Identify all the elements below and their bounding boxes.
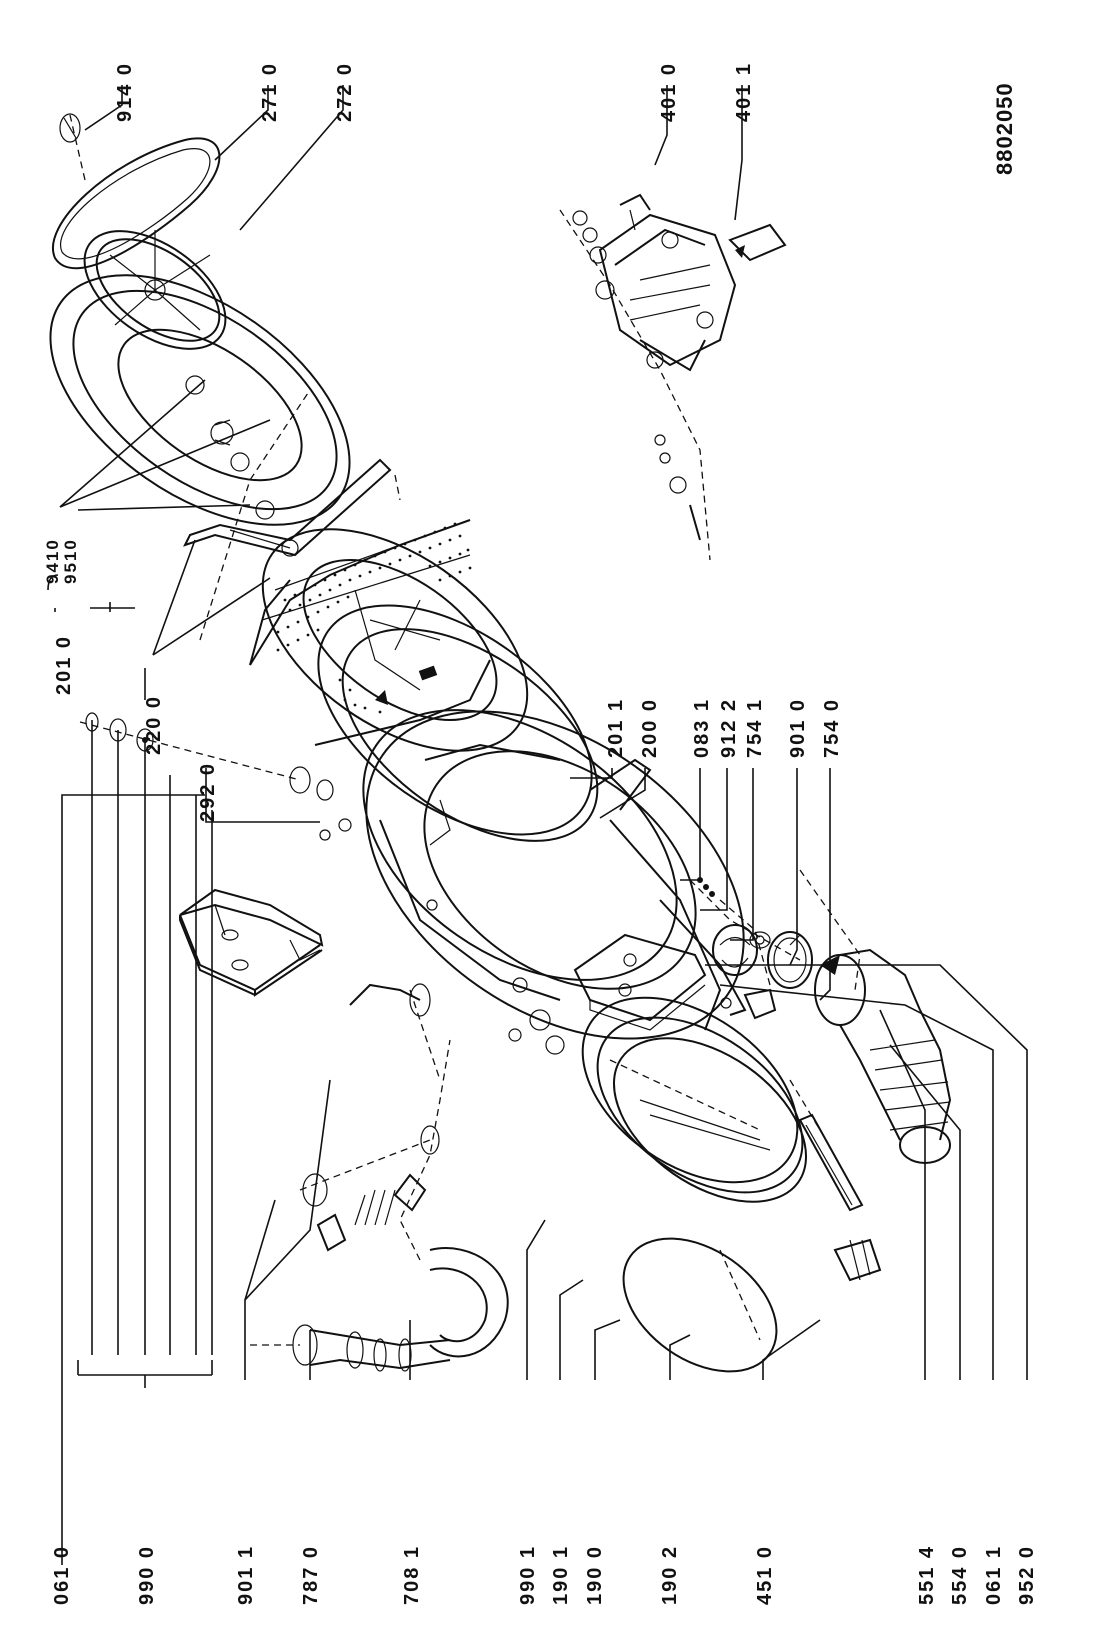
- label-201-1: 201 1: [605, 698, 627, 758]
- label-401-0: 401 0: [658, 62, 680, 122]
- pump-spring: [299, 1125, 440, 1252]
- label-061-1: 061 1: [983, 1545, 1005, 1605]
- heater: [789, 1079, 882, 1282]
- label-190-1: 190 1: [550, 1545, 572, 1605]
- label-200-0: 200 0: [639, 698, 661, 758]
- left-labels: 061 0 990 0 901 1 787 0 708 1 990 1 190 …: [51, 1545, 1038, 1605]
- label-220-0: 220 0: [143, 695, 165, 755]
- counterweight-washers: [79, 712, 334, 801]
- label-990-1: 990 1: [517, 1545, 539, 1605]
- drum-spider-arm: [183, 389, 401, 641]
- motor: [559, 193, 787, 561]
- top-labels: 914 0 271 0 272 0 401 0 401 1: [114, 62, 755, 122]
- pump-housing: [349, 983, 441, 1081]
- door-gasket: [581, 996, 808, 1203]
- label-272-0: 272 0: [334, 62, 356, 122]
- label-914-0: 914 0: [114, 62, 136, 122]
- label-9510: 9510: [61, 538, 80, 584]
- door-glass: [622, 1237, 778, 1373]
- pulley: [83, 230, 227, 350]
- label-190-0: 190 0: [584, 1545, 606, 1605]
- label-901-1: 901 1: [235, 1545, 257, 1605]
- drawing-code: 8802050: [992, 82, 1017, 175]
- drum: [249, 519, 529, 752]
- drain-hose: [250, 1039, 509, 1372]
- label-901-0: 901 0: [787, 698, 809, 758]
- counterweight-block: [179, 888, 324, 997]
- label-401-1: 401 1: [733, 62, 755, 122]
- label-9410: 9410: [43, 538, 62, 584]
- tub-rings: [317, 604, 599, 842]
- clamp-and-valve: [689, 877, 813, 989]
- label-083-1: 083 1: [691, 698, 713, 758]
- label-271-0: 271 0: [259, 62, 281, 122]
- door-bracket: [573, 933, 707, 1031]
- label-451-0: 451 0: [754, 1545, 776, 1605]
- label-708-1: 708 1: [401, 1545, 423, 1605]
- label-201-0: 201 0: [53, 635, 75, 695]
- bellows-hose: [814, 948, 952, 1164]
- label-787-0: 787 0: [300, 1545, 322, 1605]
- rear-plate: [49, 274, 351, 526]
- label-190-2: 190 2: [659, 1545, 681, 1605]
- pulley-nut: [59, 113, 86, 181]
- outer-tub: [362, 709, 747, 1040]
- leader-lines-middle: [47, 379, 831, 1001]
- drive-belt: [52, 137, 221, 270]
- label-754-0: 754 0: [821, 698, 843, 758]
- label-952-0: 952 0: [1016, 1545, 1038, 1605]
- drum-perforations: [276, 522, 472, 714]
- middle-labels: 201 0 220 0 292 0 9410 9510 201 1 200 0 …: [43, 538, 843, 822]
- label-754-1: 754 1: [744, 698, 766, 758]
- label-990-0: 990 0: [136, 1545, 158, 1605]
- label-061-0-a: 061 0: [51, 1545, 73, 1605]
- leader-lines-top: [84, 85, 743, 231]
- leader-lines-bottom: [61, 720, 1028, 1565]
- label-554-0: 554 0: [949, 1545, 971, 1605]
- label-551-4: 551 4: [916, 1545, 938, 1605]
- small-fittings: [508, 869, 861, 1055]
- label-912-2: 912 2: [718, 698, 740, 758]
- label-292-0: 292 0: [197, 762, 219, 822]
